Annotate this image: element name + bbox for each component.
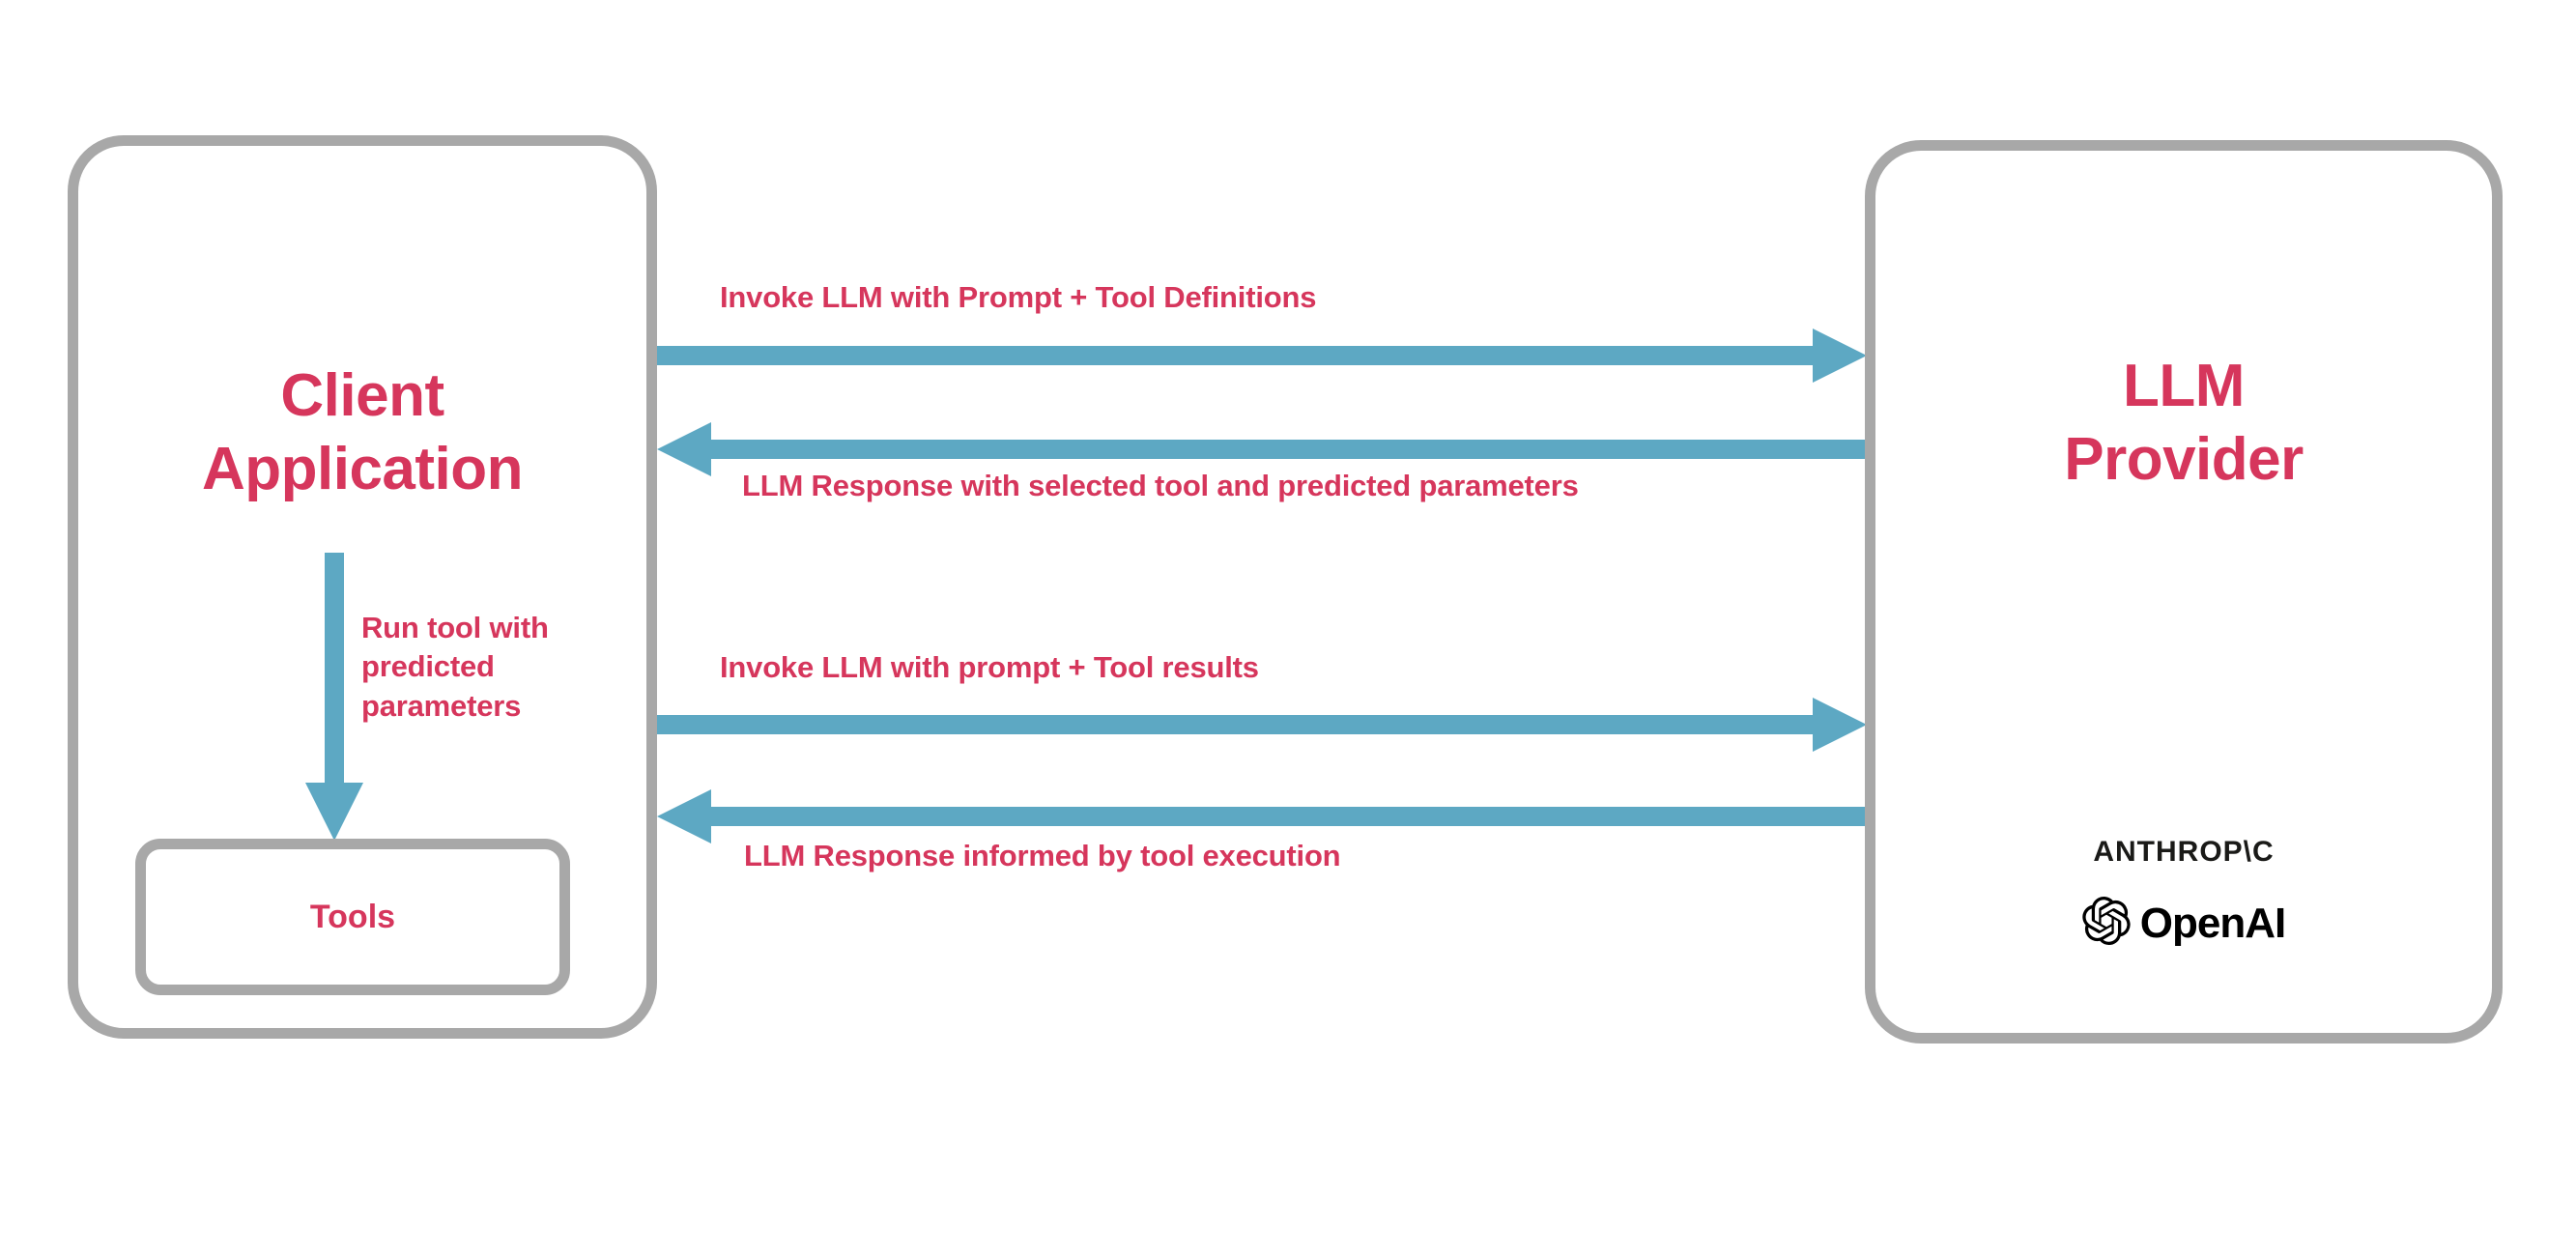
client-application-label: Client Application (201, 362, 524, 502)
llm-response-execution-label: LLM Response informed by tool execution (744, 839, 1341, 872)
tools-label: Tools (309, 899, 396, 935)
run-tool-arrow (298, 553, 371, 843)
openai-logo: OpenAI (1865, 897, 2503, 950)
invoke-llm-results-arrow (657, 698, 1867, 752)
invoke-llm-definitions-arrow (657, 329, 1867, 383)
invoke-llm-definitions-label: Invoke LLM with Prompt + Tool Definition… (720, 280, 1317, 314)
llm-response-execution-arrow (657, 789, 1867, 843)
llm-response-parameters-label: LLM Response with selected tool and pred… (742, 469, 1579, 502)
llm-provider-box (1865, 140, 2503, 1044)
invoke-llm-results-label: Invoke LLM with prompt + Tool results (720, 650, 1259, 684)
llm-response-parameters-arrow (657, 422, 1867, 476)
openai-swirl-icon (2082, 897, 2131, 950)
openai-wordmark-label: OpenAI (2139, 899, 2286, 947)
llm-provider-label: LLM Provider (2064, 353, 2304, 493)
anthropic-wordmark-logo: ANTHROP\C (2093, 836, 2275, 868)
tools-box (135, 839, 570, 995)
run-tool-label: Run tool with predicted parameters (361, 611, 549, 723)
